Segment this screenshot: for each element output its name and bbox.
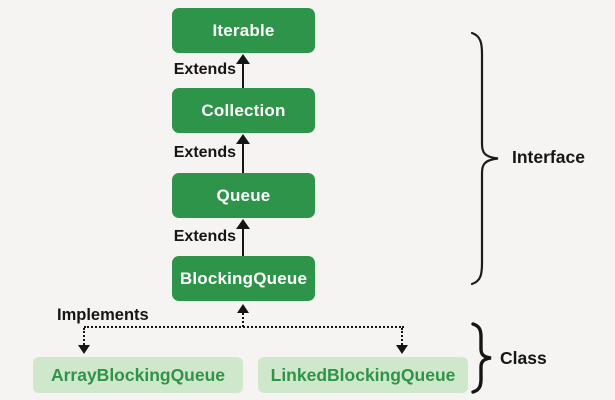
- class-box-linkedblockingqueue: LinkedBlockingQueue: [258, 357, 468, 393]
- class-brace-icon: [471, 322, 492, 394]
- arrow-shaft: [241, 62, 244, 88]
- implements-label: Implements: [57, 306, 149, 324]
- class-group-label: Class: [500, 348, 547, 368]
- arrow-up-icon: [236, 219, 250, 229]
- interface-brace-icon: [470, 31, 499, 286]
- dotted-arrow-down-icon: [78, 345, 90, 354]
- extends-label-2: Extends: [173, 144, 236, 161]
- interface-box-blockingqueue: BlockingQueue: [172, 256, 315, 301]
- dotted-line-horizontal: [84, 326, 404, 328]
- arrow-up-icon: [236, 134, 250, 144]
- arrow-shaft: [241, 142, 244, 173]
- interface-box-collection: Collection: [172, 88, 315, 133]
- dotted-line-right: [400, 328, 403, 345]
- arrow-shaft: [241, 227, 244, 256]
- dotted-line-left: [82, 328, 85, 345]
- interface-box-iterable: Iterable: [172, 8, 315, 53]
- dotted-line-center: [241, 313, 244, 327]
- dotted-arrow-up-icon: [237, 304, 249, 313]
- class-box-arrayblockingqueue: ArrayBlockingQueue: [33, 357, 243, 393]
- extends-label-1: Extends: [173, 61, 236, 78]
- interface-group-label: Interface: [512, 147, 585, 167]
- arrow-up-icon: [236, 54, 250, 64]
- interface-box-queue: Queue: [172, 173, 315, 218]
- dotted-arrow-down-icon: [396, 345, 408, 354]
- extends-label-3: Extends: [173, 228, 236, 245]
